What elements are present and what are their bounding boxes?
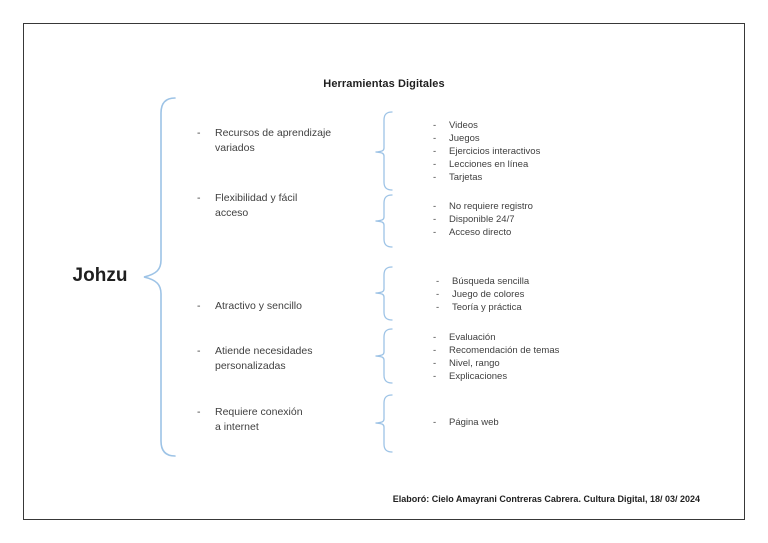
dash-bullet: - [433,214,437,225]
dash-bullet: - [433,146,437,157]
branch-flexibilidad: - Flexibilidad y fácil acceso [197,191,297,221]
leaf-item: - Juegos [433,132,540,145]
leaf-group-flexibilidad: - No requiere registro - Disponible 24/7… [433,200,533,239]
leaf-item: - Página web [433,416,499,429]
dash-bullet: - [433,120,437,131]
leaf-item: - No requiere registro [433,200,533,213]
dash-bullet: - [433,371,437,382]
leaf-group-necesidades: - Evaluación - Recomendación de temas - … [433,331,559,383]
leaf-label: Lecciones en línea [449,159,529,170]
leaf-item: - Teoría y práctica [436,301,529,314]
dash-bullet: - [433,227,437,238]
branch-line: Requiere conexión [215,406,303,418]
dash-bullet: - [433,358,437,369]
dash-bullet: - [436,289,440,300]
leaf-label: Juegos [449,133,480,144]
leaf-label: Página web [449,417,499,428]
leaf-item: - Explicaciones [433,370,559,383]
branch-line: personalizadas [215,360,286,372]
leaf-label: Explicaciones [449,371,508,382]
leaf-label: Videos [449,120,478,131]
leaf-label: Ejercicios interactivos [449,146,541,157]
leaf-label: Recomendación de temas [449,345,560,356]
branch-recursos: - Recursos de aprendizaje variados [197,126,331,156]
leaf-item: - Evaluación [433,331,559,344]
leaf-item: - Juego de colores [436,288,529,301]
branch-line: a internet [215,421,259,433]
branch-line: variados [215,142,255,154]
branch-line: Atiende necesidades [215,345,313,357]
dash-bullet: - [433,332,437,343]
dash-bullet: - [433,417,437,428]
branch-atractivo: - Atractivo y sencillo [197,299,302,314]
branch-line: Recursos de aprendizaje [215,127,332,139]
credit-line: Elaboró: Cielo Amayrani Contreras Cabrer… [392,494,700,504]
dash-bullet: - [197,406,201,418]
leaf-item: - Videos [433,119,540,132]
dash-bullet: - [433,133,437,144]
dash-bullet: - [433,345,437,356]
branch-conexion: - Requiere conexión a internet [197,405,303,435]
dash-bullet: - [197,300,201,312]
leaf-label: Evaluación [449,332,496,343]
branch-line: Flexibilidad y fácil [215,192,298,204]
leaf-item: - Nivel, rango [433,357,559,370]
dash-bullet: - [433,159,437,170]
root-node-label: Johzu [72,265,128,286]
leaf-group-recursos: - Videos - Juegos - Ejercicios interacti… [433,119,540,184]
leaf-label: Búsqueda sencilla [452,276,530,287]
leaf-group-conexion: - Página web [433,416,499,429]
dash-bullet: - [433,201,437,212]
diagram-title: Herramientas Digitales [323,78,445,90]
leaf-label: Acceso directo [449,227,512,238]
leaf-label: No requiere registro [449,201,533,212]
leaf-item: - Ejercicios interactivos [433,145,540,158]
leaf-label: Disponible 24/7 [449,214,515,225]
leaf-item: - Acceso directo [433,226,533,239]
leaf-item: - Tarjetas [433,171,540,184]
leaf-label: Teoría y práctica [452,302,522,313]
branch-line: acceso [215,207,249,219]
dash-bullet: - [197,192,201,204]
leaf-label: Nivel, rango [449,358,500,369]
dash-bullet: - [197,345,201,357]
dash-bullet: - [436,276,440,287]
branch-necesidades: - Atiende necesidades personalizadas [197,344,313,374]
leaf-label: Juego de colores [452,289,525,300]
leaf-label: Tarjetas [449,172,483,183]
dash-bullet: - [197,127,201,139]
leaf-group-atractivo: - Búsqueda sencilla - Juego de colores -… [436,275,529,314]
dash-bullet: - [436,302,440,313]
leaf-item: - Búsqueda sencilla [436,275,529,288]
leaf-item: - Disponible 24/7 [433,213,533,226]
dash-bullet: - [433,172,437,183]
branch-line: Atractivo y sencillo [215,300,302,312]
leaf-item: - Recomendación de temas [433,344,559,357]
leaf-item: - Lecciones en línea [433,158,540,171]
